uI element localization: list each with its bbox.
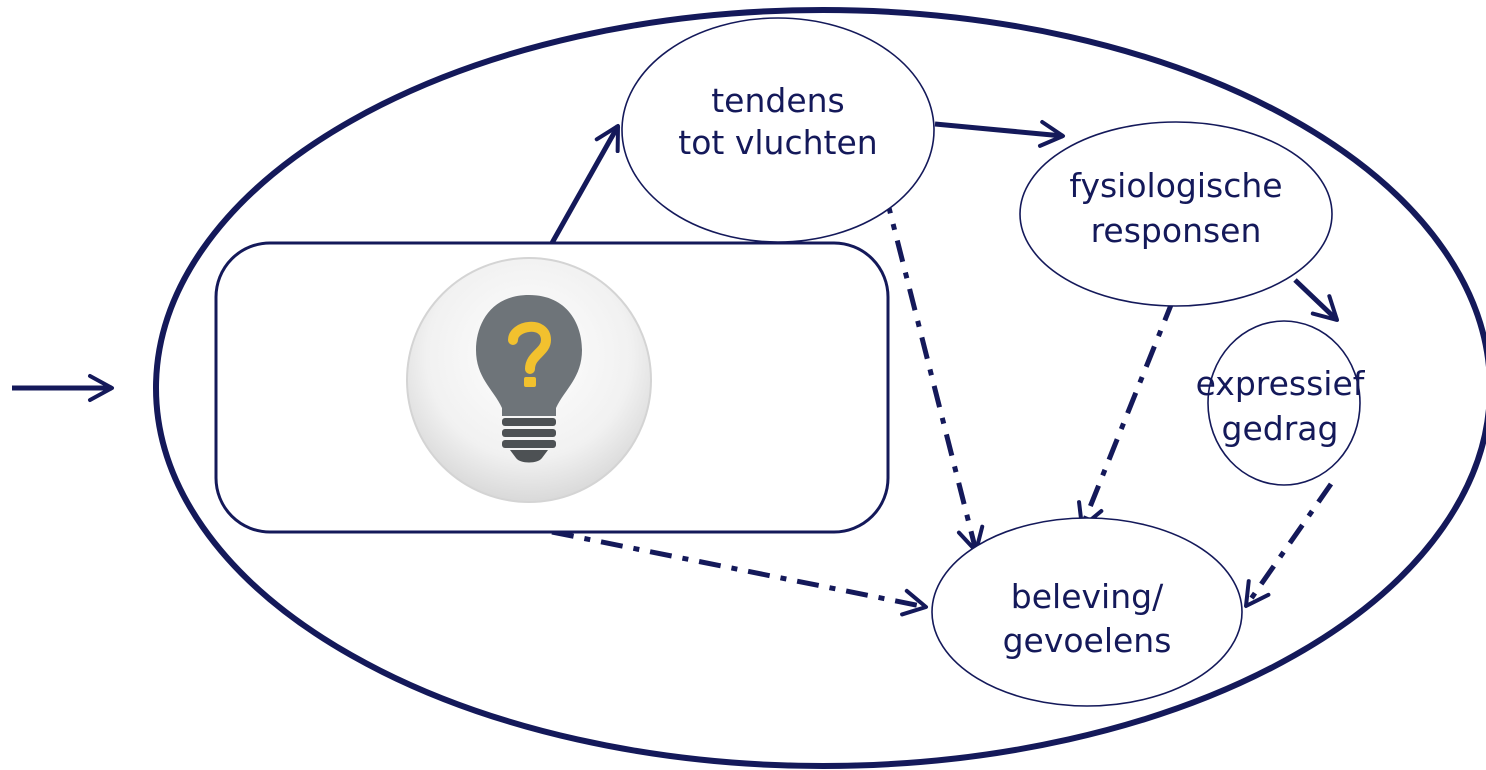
- arrow-box-to-tendens: [549, 123, 621, 245]
- node-tendens-line2: tot vluchten: [678, 123, 877, 162]
- node-fysiologisch-line1: fysiologische: [1069, 166, 1282, 205]
- node-expressief: expressief gedrag: [1196, 320, 1366, 486]
- arrow-box-to-beleving: [551, 529, 928, 617]
- node-expressief-line2: gedrag: [1222, 409, 1339, 448]
- node-tendens: tendens tot vluchten: [621, 17, 935, 243]
- node-beleving-line2: gevoelens: [1003, 621, 1172, 660]
- node-expressief-line1: expressief: [1196, 364, 1366, 403]
- arrow-expressief-to-beleving: [1243, 482, 1334, 608]
- lightbulb-question-icon: [406, 257, 652, 503]
- node-fysiologisch: fysiologische responsen: [1019, 121, 1333, 307]
- node-fysiologisch-line2: responsen: [1091, 211, 1262, 250]
- arrow-fysiologisch-to-expressief: [1293, 278, 1339, 322]
- center-box: [214, 241, 890, 534]
- node-tendens-line1: tendens: [711, 81, 845, 120]
- arrow-tendens-to-fysiologisch: [934, 119, 1065, 148]
- node-beleving: beleving/ gevoelens: [931, 517, 1243, 707]
- arrow-fysiologisch-to-beleving: [1077, 299, 1176, 529]
- arrow-tendens-to-beleving: [882, 191, 985, 553]
- dashdot-arrows: [551, 191, 1334, 617]
- outer-ellipse: [153, 7, 1486, 769]
- node-beleving-line1: beleving/: [1011, 577, 1164, 616]
- solid-arrows: [549, 119, 1339, 322]
